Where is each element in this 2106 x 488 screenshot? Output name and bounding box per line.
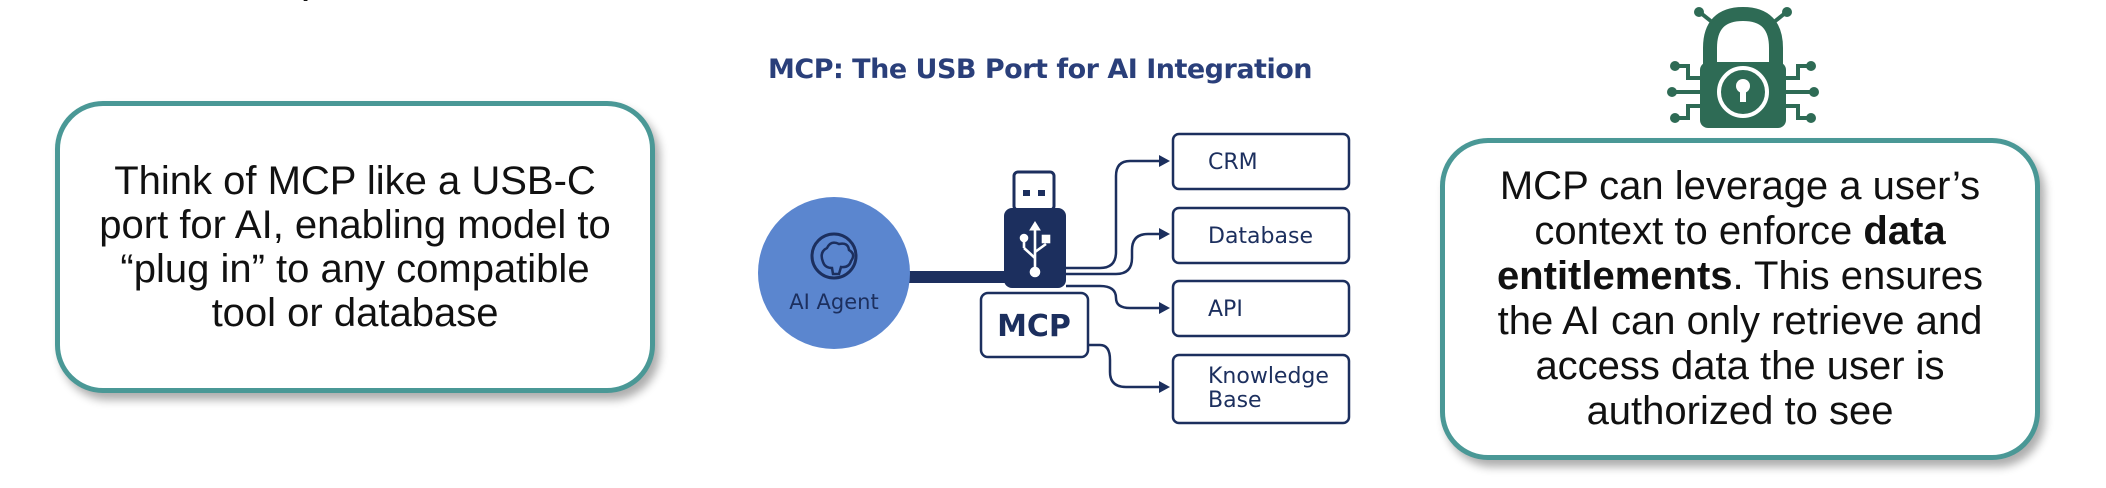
circuit-lock-icon [1667, 6, 1819, 128]
entitlements-text-bold: data entitlements [1496, 209, 1946, 298]
data-entitlements-text: MCP can leverage a user’s context to enf… [1485, 164, 1995, 434]
mcp-hub-box [979, 291, 1090, 359]
cropped-heading-fragment: . [300, 0, 800, 10]
connector-api [1066, 284, 1162, 310]
entitlements-text-end: . This ensures the AI can only retrieve … [1497, 254, 1984, 433]
diagram-title: MCP: The USB Port for AI Integration [768, 54, 1312, 85]
agent-cable [900, 271, 1030, 283]
usb-analogy-text: Think of MCP like a USB-C port for AI, e… [99, 159, 611, 335]
target-database [1171, 206, 1351, 265]
connector-lines [1066, 159, 1162, 389]
mcp-hub-label: MCP [997, 309, 1071, 344]
entitlements-text-start: MCP can leverage a user’s context to enf… [1499, 164, 1981, 253]
target-api-label: API [1208, 297, 1243, 322]
connector-knowledge-base [1088, 343, 1162, 389]
connector-database [1066, 232, 1162, 276]
target-crm [1171, 132, 1351, 191]
data-entitlements-card: MCP can leverage a user’s context to enf… [1440, 138, 2040, 460]
target-crm-label: CRM [1208, 150, 1258, 175]
target-api [1171, 279, 1351, 338]
target-knowledge-base-label: Knowledge Base [1208, 364, 1336, 413]
connector-crm [1066, 159, 1162, 270]
usb-icon [1019, 221, 1051, 278]
target-knowledge-base [1171, 353, 1351, 425]
brain-icon [810, 232, 858, 280]
ai-agent-label: AI Agent [789, 290, 878, 314]
target-database-label: Database [1208, 224, 1313, 249]
usb-plug [1004, 170, 1066, 288]
usb-analogy-card: Think of MCP like a USB-C port for AI, e… [55, 101, 655, 393]
connector-arrowheads [1159, 155, 1170, 393]
